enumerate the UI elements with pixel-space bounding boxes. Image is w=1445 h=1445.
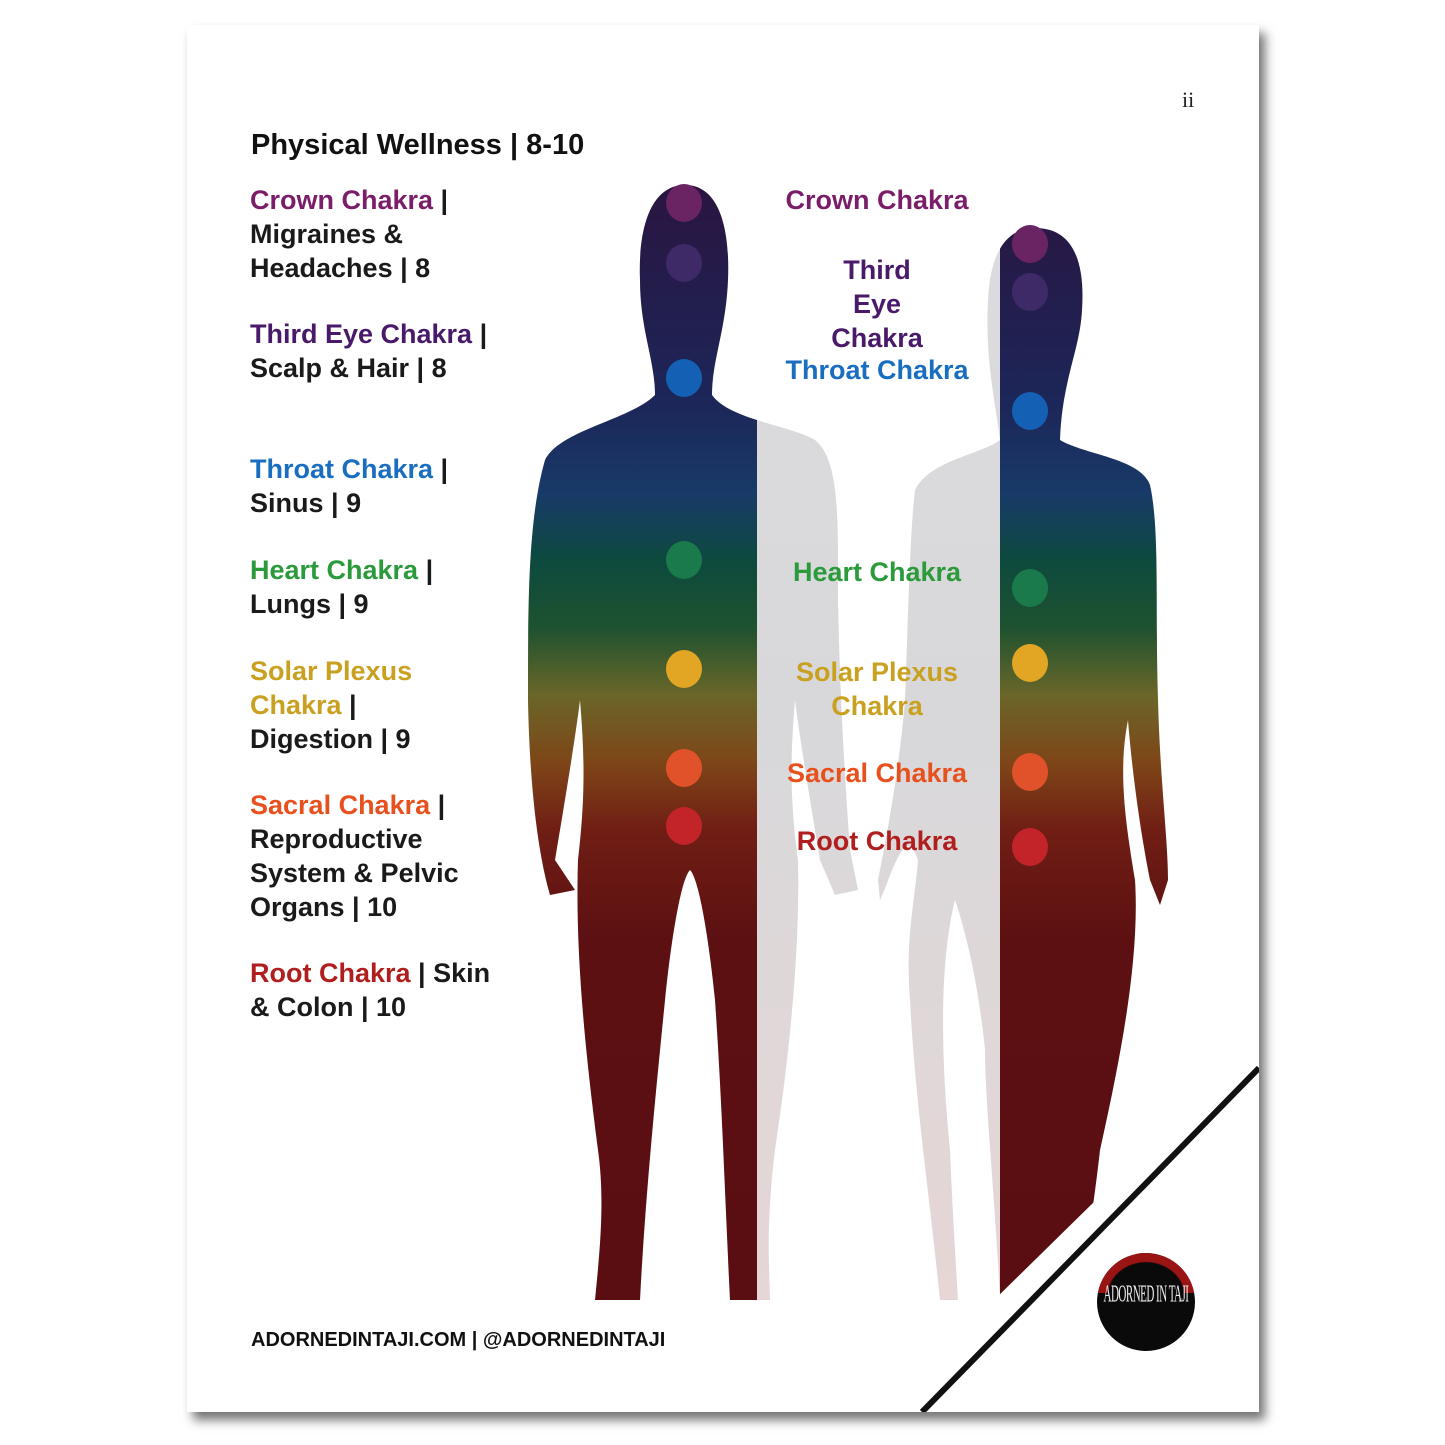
entry-throat: Throat Chakra | Sinus | 9	[250, 452, 485, 520]
entry-text: | Sinus | 9	[250, 454, 449, 518]
entry-label: Crown Chakra	[250, 185, 434, 215]
male-chakra-dot-third-eye	[666, 244, 702, 282]
entry-root: Root Chakra | Skin & Colon | 10	[250, 956, 495, 1024]
entry-label: Root Chakra	[250, 958, 411, 988]
figure-label-solar-plexus: Solar Plexus Chakra	[795, 657, 959, 721]
entry-text: | Digestion | 9	[250, 690, 411, 754]
figure-label-sacral: Sacral Chakra	[786, 758, 968, 788]
logo-text: ADORNED IN TAJI	[1103, 1281, 1189, 1309]
figure-label-crown: Crown Chakra	[785, 185, 969, 215]
entry-crown: Crown Chakra | Migraines & Headaches | 8	[250, 183, 500, 285]
female-chakra-dot-crown	[1012, 225, 1048, 263]
chakra-body-illustration	[528, 184, 1259, 1412]
male-chakra-dot-solar-plexus	[666, 650, 702, 688]
entry-label: Heart Chakra	[250, 555, 419, 585]
female-chakra-dot-heart	[1012, 569, 1048, 607]
page-number: ii	[1182, 87, 1195, 112]
male-chakra-dot-crown	[666, 184, 702, 222]
figure-label-heart: Heart Chakra	[792, 557, 962, 587]
page-title: Physical Wellness | 8-10	[251, 129, 585, 161]
entry-label: Sacral Chakra	[250, 790, 431, 820]
male-chakra-dot-sacral	[666, 749, 702, 787]
footer-website: ADORNEDINTAJI.COM | @ADORNEDINTAJI	[251, 1329, 666, 1351]
female-chakra-dot-sacral	[1012, 753, 1048, 791]
figure-label-root: Root Chakra	[796, 826, 958, 856]
female-chakra-dot-third-eye	[1012, 273, 1048, 311]
entry-solar-plexus: Solar Plexus Chakra | Digestion | 9	[250, 654, 450, 756]
female-chakra-dot-root	[1012, 828, 1048, 866]
male-chakra-dot-root	[666, 807, 702, 845]
entry-label: Throat Chakra	[250, 454, 434, 484]
entry-text: | Skin & Colon | 10	[250, 958, 491, 1022]
figure-label-throat: Throat Chakra	[785, 355, 969, 385]
entry-label: Third Eye Chakra	[250, 319, 473, 349]
male-chakra-dot-heart	[666, 541, 702, 579]
entry-heart: Heart Chakra | Lungs | 9	[250, 553, 475, 621]
entry-label: Solar Plexus Chakra	[250, 656, 413, 720]
male-chakra-dot-throat	[666, 359, 702, 397]
entry-text: | Reproductive System & Pelvic Organs | …	[250, 790, 459, 922]
corner-diagonal-line	[919, 1065, 1259, 1412]
entry-text: | Migraines & Headaches | 8	[250, 185, 449, 283]
brand-logo: ADORNED IN TAJI	[1097, 1253, 1195, 1351]
female-chakra-dot-solar-plexus	[1012, 644, 1048, 682]
entry-sacral: Sacral Chakra | Reproductive System & Pe…	[250, 788, 490, 924]
entry-text: | Scalp & Hair | 8	[250, 319, 488, 383]
entry-third-eye: Third Eye Chakra | Scalp & Hair | 8	[250, 317, 490, 385]
entry-text: | Lungs | 9	[250, 555, 434, 619]
document-page: ii Physical Wellness | 8-10 Crown Chakra…	[187, 25, 1259, 1412]
female-chakra-dot-throat	[1012, 392, 1048, 430]
figure-label-third-eye: Third Eye Chakra	[831, 255, 923, 353]
